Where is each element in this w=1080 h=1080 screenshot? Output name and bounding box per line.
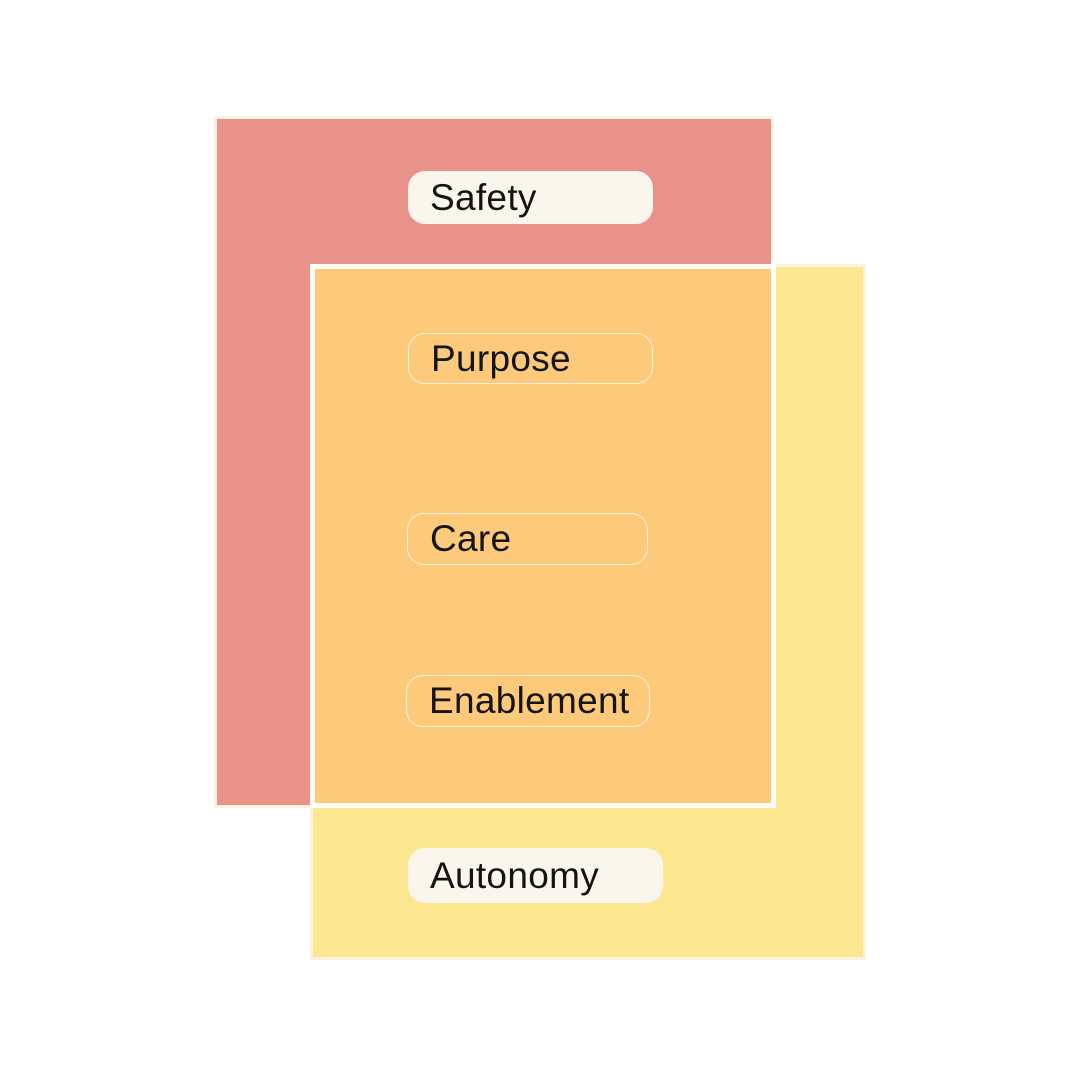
overlap-item-enablement: Enablement [406, 675, 650, 727]
enablement-label: Enablement [429, 680, 630, 721]
purpose-label: Purpose [431, 337, 571, 379]
care-label: Care [430, 518, 512, 559]
autonomy-label: Autonomy [430, 854, 599, 896]
overlap-region: Purpose Care Enablement [310, 264, 776, 808]
autonomy-label-pill: Autonomy [408, 848, 663, 903]
safety-label: Safety [430, 176, 537, 218]
safety-label-pill: Safety [408, 171, 653, 224]
overlap-item-care: Care [407, 513, 648, 565]
overlap-item-purpose: Purpose [408, 333, 653, 384]
